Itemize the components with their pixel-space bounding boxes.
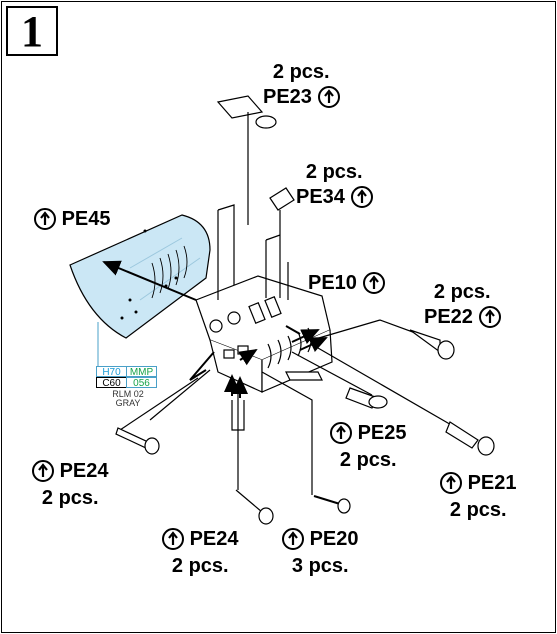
callout-pe25: PE25 2 pcs. xyxy=(330,422,407,470)
callout-pe10: PE10 xyxy=(308,272,385,294)
pe20-part xyxy=(261,371,351,514)
pe22-part-label: PE22 xyxy=(424,306,473,328)
up-arrow-circle-icon xyxy=(478,306,501,328)
up-arrow-circle-icon xyxy=(32,460,54,482)
paint-code-c60: C60 xyxy=(96,377,127,389)
up-arrow-circle-icon xyxy=(282,528,304,550)
pe22-qty: 2 pcs. xyxy=(433,281,491,303)
paint-name-line2: GRAY xyxy=(115,398,141,408)
callout-pe34: 2 pcs. PE34 xyxy=(296,162,373,208)
paint-code-mmp: MMP xyxy=(126,366,157,378)
callout-pe20: PE20 3 pcs. xyxy=(282,528,359,576)
pe22-part xyxy=(311,319,455,360)
pe23-part-label: PE23 xyxy=(263,86,312,108)
up-arrow-circle-icon xyxy=(317,86,340,108)
pe10-part-label: PE10 xyxy=(308,272,357,294)
step-number-box: 1 xyxy=(6,6,58,56)
step-number: 1 xyxy=(21,7,43,56)
paint-color-box: H70 MMP C60 056 RLM 02 GRAY xyxy=(96,366,164,408)
pe34-qty: 2 pcs. xyxy=(305,161,363,183)
pe20-part-label: PE20 xyxy=(309,528,359,550)
pe24-bottom-part-label: PE24 xyxy=(189,528,239,550)
callout-pe23: 2 pcs. PE23 xyxy=(263,62,340,108)
callout-pe45: PE45 xyxy=(34,208,111,230)
pe45-panel xyxy=(69,214,211,367)
up-arrow-circle-icon xyxy=(362,272,385,294)
callout-pe22: 2 pcs. PE22 xyxy=(424,282,501,328)
pe21-part-label: PE21 xyxy=(467,472,517,494)
pe45-part-label: PE45 xyxy=(61,208,111,230)
pe21-part xyxy=(317,347,495,456)
pe23-part xyxy=(216,95,277,300)
up-arrow-circle-icon xyxy=(440,472,462,494)
up-arrow-circle-icon xyxy=(34,208,56,230)
up-arrow-circle-icon xyxy=(330,422,352,444)
callout-pe21: PE21 2 pcs. xyxy=(440,472,517,520)
pe24-left-part xyxy=(115,369,211,455)
pe25-part-label: PE25 xyxy=(357,422,407,444)
pe24-bottom-part xyxy=(231,390,274,525)
pe34-part xyxy=(265,187,295,300)
paint-code-056: 056 xyxy=(126,377,157,389)
callout-pe24-left: PE24 2 pcs. xyxy=(32,460,109,508)
pe34-part-label: PE34 xyxy=(296,186,345,208)
pe24-left-part-label: PE24 xyxy=(59,460,109,482)
pe25-qty: 2 pcs. xyxy=(339,449,397,471)
pe24-bottom-qty: 2 pcs. xyxy=(171,555,229,577)
up-arrow-circle-icon xyxy=(350,186,373,208)
paint-code-h70: H70 xyxy=(96,366,127,378)
arrows xyxy=(102,260,328,398)
paint-name-line1: RLM 02 xyxy=(112,389,144,399)
callout-pe24-bottom: PE24 2 pcs. xyxy=(162,528,239,576)
pe25-part xyxy=(285,351,388,409)
pe20-qty: 3 pcs. xyxy=(291,555,349,577)
pe23-qty: 2 pcs. xyxy=(272,61,330,83)
pe21-qty: 2 pcs. xyxy=(449,499,507,521)
pe24-left-qty: 2 pcs. xyxy=(41,487,99,509)
up-arrow-circle-icon xyxy=(162,528,184,550)
